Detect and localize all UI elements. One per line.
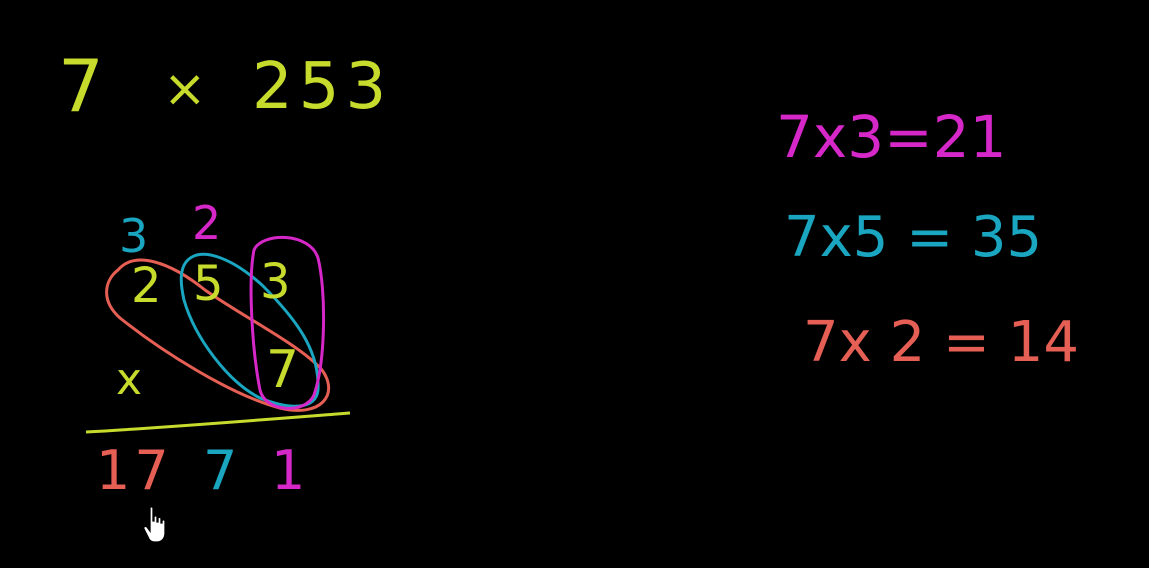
answer-line [85,411,351,434]
times-sign: x [116,354,143,405]
top-digit-2: 2 [131,258,162,314]
operator-sign: × [163,59,207,119]
top-digit-5: 5 [193,256,224,312]
step-ones: 7x3=21 [776,103,1007,171]
salmon-loop [105,258,331,412]
hand-pointer-icon [143,506,166,543]
multiplier-digit: 7 [266,340,300,400]
carry-tens: 3 [119,209,149,263]
magenta-loop [249,236,326,410]
step-tens: 7x5 = 35 [784,205,1043,270]
result-tens: 7 [203,439,238,502]
factor-a: 7 [58,44,104,128]
top-digit-3: 3 [260,254,291,310]
factor-b: 253 [252,50,393,124]
step-hundreds: 7x 2 = 14 [803,310,1079,375]
carry-hundreds: 2 [192,196,222,250]
result-ones: 1 [271,439,306,502]
result-thousands-hundreds: 17 [96,439,173,502]
